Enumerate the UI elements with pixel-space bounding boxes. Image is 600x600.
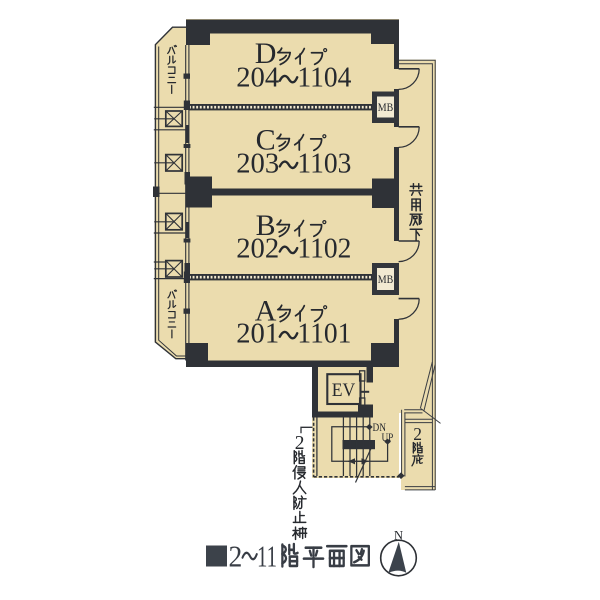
svg-text:B: B	[256, 209, 276, 242]
svg-text:204: 204	[236, 62, 279, 94]
svg-text:UP: UP	[382, 430, 394, 444]
svg-text:1104: 1104	[297, 62, 351, 94]
svg-text:1102: 1102	[297, 232, 351, 264]
svg-text:1101: 1101	[297, 318, 351, 350]
svg-text:MB: MB	[378, 272, 394, 286]
svg-text:EV: EV	[332, 380, 356, 401]
svg-text:2: 2	[413, 424, 422, 444]
svg-text:D: D	[255, 37, 277, 70]
svg-text:A: A	[255, 294, 277, 327]
svg-text:1103: 1103	[297, 147, 351, 179]
svg-text:11: 11	[257, 539, 277, 574]
svg-text:2: 2	[295, 433, 305, 454]
svg-text:DN: DN	[373, 420, 387, 434]
svg-text:203: 203	[236, 147, 279, 179]
svg-text:MB: MB	[378, 100, 394, 114]
svg-text:201: 201	[236, 318, 279, 350]
svg-text:C: C	[256, 123, 276, 156]
svg-text:202: 202	[236, 232, 279, 264]
svg-text:N: N	[394, 529, 403, 543]
svg-text:2: 2	[229, 539, 243, 574]
